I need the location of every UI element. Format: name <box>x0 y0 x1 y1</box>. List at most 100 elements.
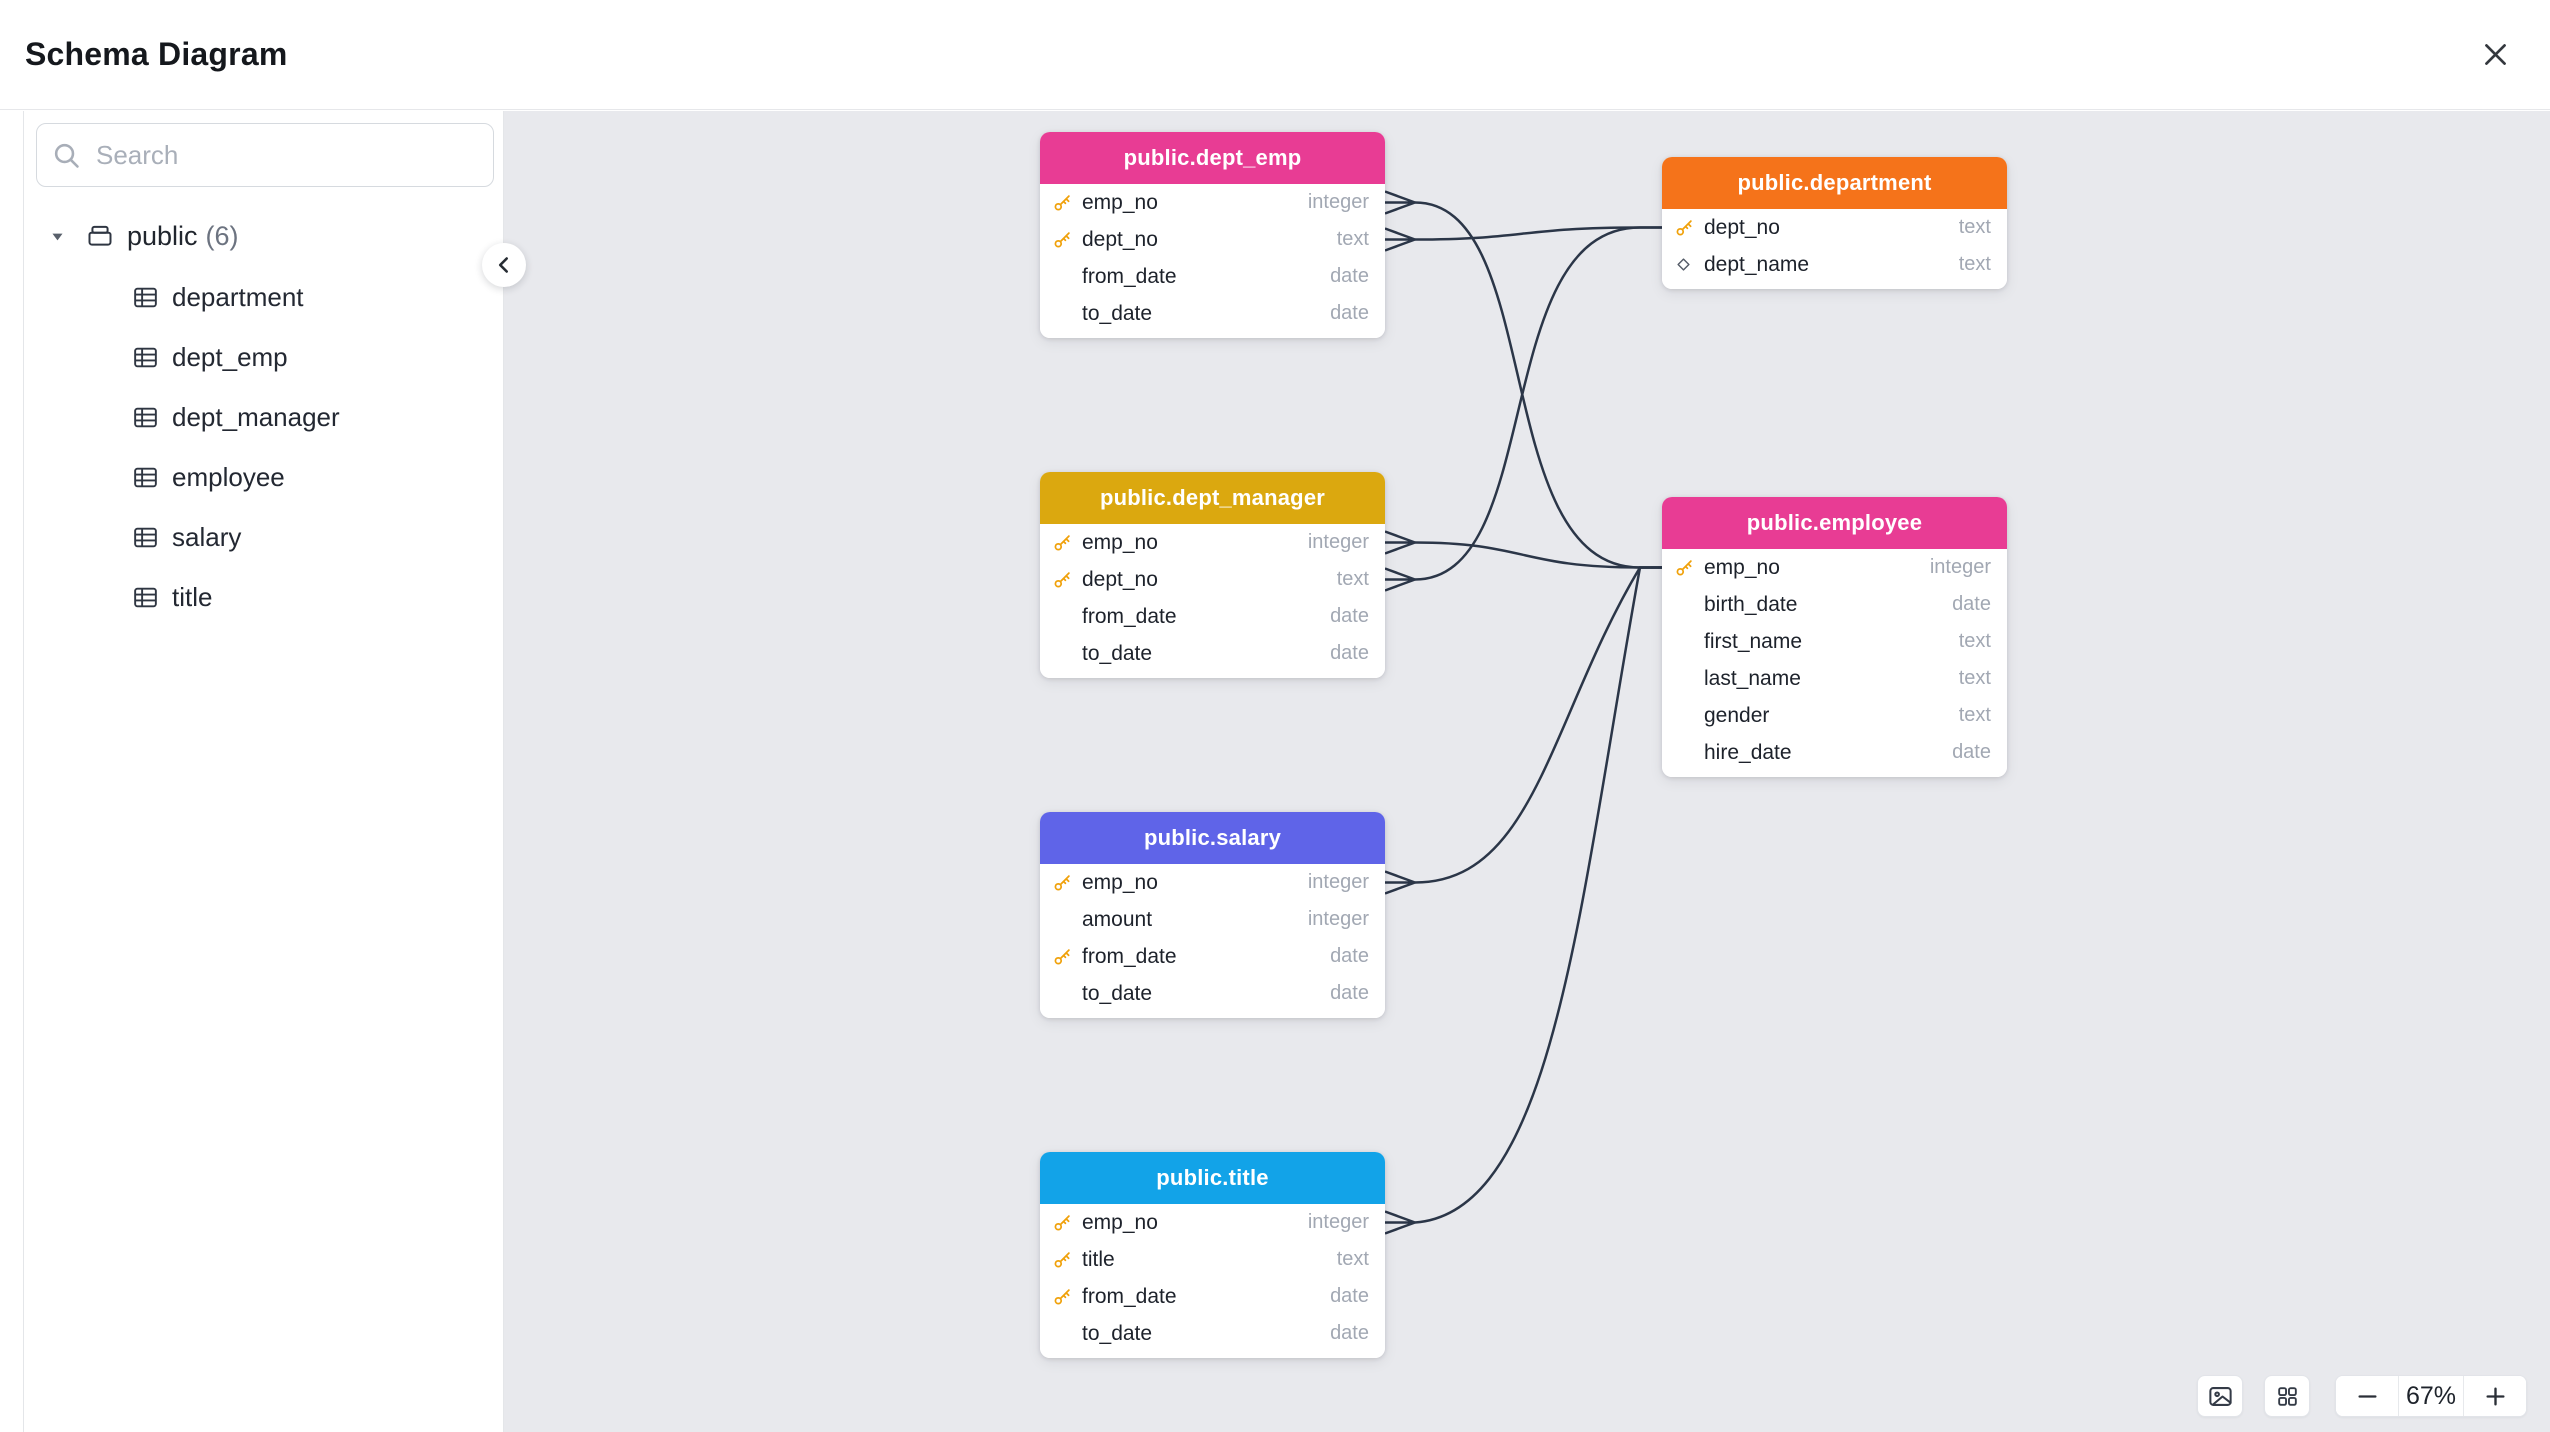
table-icon <box>132 404 159 431</box>
column-type: integer <box>1307 1211 1369 1233</box>
close-button[interactable] <box>2473 33 2517 77</box>
column-type: date <box>1330 642 1369 664</box>
auto-layout-button[interactable] <box>2264 1375 2310 1417</box>
sidebar-item-title[interactable]: title <box>24 567 503 627</box>
schema-label: public <box>127 220 198 251</box>
grid-icon <box>2275 1384 2300 1409</box>
crow-foot-marker <box>1384 567 1416 592</box>
column-name: gender <box>1704 703 1770 727</box>
column-type: date <box>1952 741 1991 763</box>
sidebar-item-department[interactable]: department <box>24 267 503 327</box>
table-list: department dept_emp dept_manager employee sa… <box>24 267 503 627</box>
column-name: to_date <box>1082 981 1153 1005</box>
table-item-label: dept_emp <box>172 341 288 372</box>
sidebar-item-dept_manager[interactable]: dept_manager <box>24 387 503 447</box>
crow-foot-marker <box>1384 530 1416 555</box>
column-row: from_date date <box>1040 1278 1385 1315</box>
node-title[interactable]: public.employee <box>1662 497 2007 549</box>
crow-foot-marker <box>1384 190 1416 215</box>
column-type: integer <box>1307 191 1369 213</box>
edges-layer <box>1384 190 1662 1235</box>
column-type: text <box>1336 228 1369 250</box>
column-type: integer <box>1307 908 1369 930</box>
column-name: from_date <box>1082 264 1177 288</box>
sidebar-item-dept_emp[interactable]: dept_emp <box>24 327 503 387</box>
column-type: date <box>1330 605 1369 627</box>
app-header: Schema Diagram <box>0 0 2550 110</box>
key-icon <box>1052 192 1082 213</box>
column-type: text <box>1336 1248 1369 1270</box>
node-title[interactable]: public.dept_emp <box>1040 132 1385 184</box>
column-name: to_date <box>1082 641 1153 665</box>
column-name: first_name <box>1704 629 1803 653</box>
zoom-in-button[interactable] <box>2464 1376 2526 1416</box>
column-type: text <box>1958 667 1991 689</box>
column-name: to_date <box>1082 301 1153 325</box>
table-item-label: department <box>172 281 304 312</box>
key-icon <box>1674 557 1704 578</box>
edge-salary-employee <box>1384 566 1662 895</box>
column-name: from_date <box>1082 1284 1177 1308</box>
node-title[interactable]: public.title <box>1040 1152 1385 1204</box>
table-item-label: dept_manager <box>172 401 340 432</box>
relationship-line <box>1414 541 1662 569</box>
caret-down-icon[interactable] <box>50 229 65 244</box>
edge-dept_manager-employee <box>1384 530 1662 569</box>
sidebar-collapse-button[interactable] <box>482 243 526 287</box>
column-type: text <box>1958 630 1991 652</box>
schema-node-public[interactable]: public (6) <box>24 211 503 261</box>
column-type: date <box>1330 982 1369 1004</box>
column-type: date <box>1330 1285 1369 1307</box>
table-icon <box>132 524 159 551</box>
zoom-out-button[interactable] <box>2336 1376 2398 1416</box>
key-icon <box>1052 872 1082 893</box>
page-title: Schema Diagram <box>25 36 288 72</box>
key-icon <box>1052 532 1082 553</box>
sidebar-item-employee[interactable]: employee <box>24 447 503 507</box>
export-image-button[interactable] <box>2197 1375 2243 1417</box>
node-title[interactable]: public.department <box>1662 157 2007 209</box>
node-title[interactable]: public.salary <box>1040 812 1385 864</box>
sidebar-item-salary[interactable]: salary <box>24 507 503 567</box>
chevron-left-icon <box>491 252 517 278</box>
table-item-label: title <box>172 581 213 612</box>
search-input[interactable] <box>96 139 479 171</box>
column-type: text <box>1958 253 1991 275</box>
zoom-level: 67% <box>2398 1376 2464 1416</box>
search-icon <box>51 140 82 171</box>
edge-dept_manager-department <box>1384 226 1662 592</box>
column-type: date <box>1330 1322 1369 1344</box>
table-icon <box>132 464 159 491</box>
column-row: to_date date <box>1040 975 1385 1012</box>
column-type: integer <box>1929 556 1991 578</box>
search-box <box>36 123 494 187</box>
relationship-line <box>1414 226 1662 241</box>
edge-title-employee <box>1384 566 1662 1235</box>
table-icon <box>132 284 159 311</box>
node-title[interactable]: public.dept_manager <box>1040 472 1385 524</box>
table-item-label: employee <box>172 461 285 492</box>
sidebar: public (6) department dept_emp dept_manage… <box>23 111 504 1432</box>
column-name: birth_date <box>1704 592 1798 616</box>
